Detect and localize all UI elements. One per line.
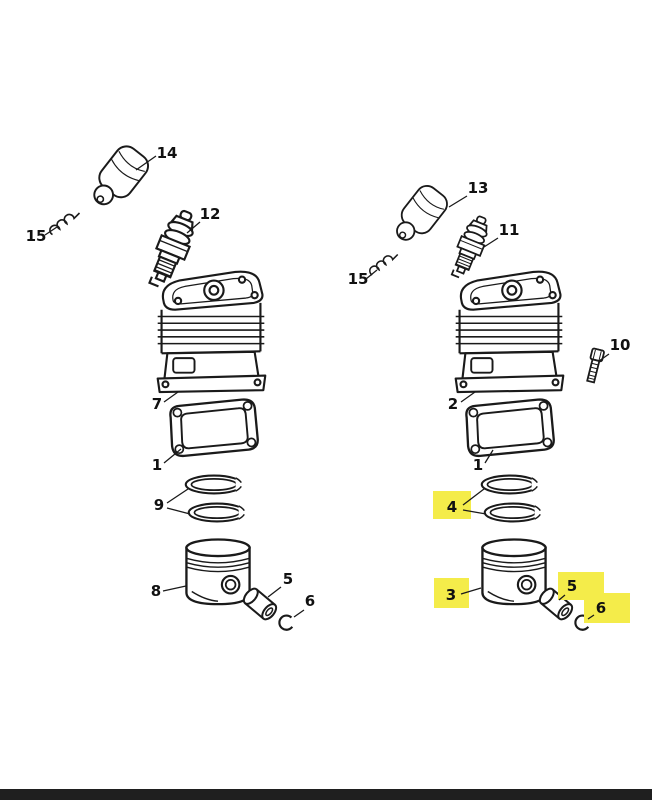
piston-ring-left-lower — [187, 502, 249, 523]
piston-ring-left-upper — [184, 474, 246, 495]
callout-5-right: 5 — [567, 577, 577, 595]
callout-7: 7 — [152, 395, 162, 413]
bottom-bar — [0, 789, 652, 800]
callout-1-left: 1 — [152, 456, 162, 474]
snap-ring-left — [278, 614, 294, 631]
callout-14: 14 — [157, 144, 178, 162]
gasket-left — [169, 398, 259, 458]
callout-8: 8 — [151, 582, 161, 600]
piston-ring-right-lower — [483, 502, 545, 523]
callout-1-right: 1 — [473, 456, 483, 474]
left-assembly: 14 15 12 7 1 9 8 5 6 — [26, 140, 315, 631]
right-assembly: 13 15 11 10 2 1 4 3 5 6 — [348, 179, 631, 631]
leader-lines-left — [44, 155, 305, 618]
callout-12: 12 — [200, 205, 221, 223]
piston-right — [481, 538, 547, 606]
piston-ring-right-upper — [480, 474, 542, 495]
cylinder-right — [454, 270, 565, 394]
callout-15-right: 15 — [348, 270, 369, 288]
spring-left — [49, 212, 81, 236]
leader-lines-right — [365, 195, 610, 620]
callout-10: 10 — [610, 336, 631, 354]
callout-11: 11 — [499, 221, 520, 239]
spark-plug-boot-right — [387, 180, 453, 251]
callout-2: 2 — [448, 395, 458, 413]
highlight-callout-4 — [433, 491, 471, 519]
callout-15-left: 15 — [26, 227, 47, 245]
highlight-callout-6 — [584, 593, 630, 623]
callout-6-left: 6 — [305, 592, 315, 610]
cylinder-left — [156, 270, 267, 394]
piston-left — [185, 538, 251, 606]
callout-13: 13 — [468, 179, 489, 197]
screw — [583, 347, 606, 384]
callout-5-left: 5 — [283, 570, 293, 588]
spark-plug-right — [446, 211, 495, 283]
callout-3: 3 — [446, 586, 456, 604]
spark-plug-boot-left — [83, 140, 154, 216]
callout-9: 9 — [154, 496, 164, 514]
callout-4: 4 — [447, 498, 457, 516]
gasket-right — [465, 398, 555, 458]
callout-6-right: 6 — [596, 599, 606, 617]
